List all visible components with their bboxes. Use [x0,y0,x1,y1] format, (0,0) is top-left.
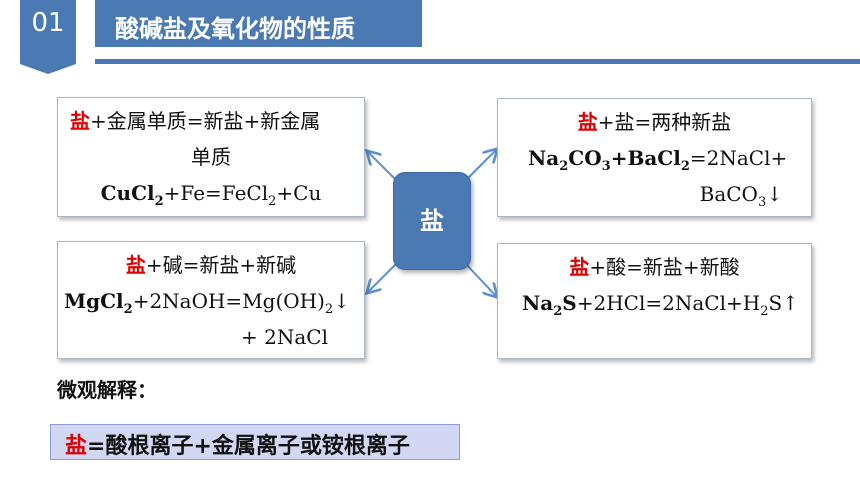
rule-text-cont: 单质 [191,145,231,169]
equation: CuCl2+Fe=FeCl2+Cu [100,181,322,209]
arrow-to-bottom-left [368,261,399,292]
equation: MgCl2+2NaOH=Mg(OH)2↓ [64,289,350,317]
arrow-to-top-left [368,152,399,183]
arrow-to-top-right [463,150,496,183]
section-number-badge [20,0,76,64]
badge-tip [20,64,76,74]
page-title: 酸碱盐及氧化物的性质 [115,15,355,43]
title-bar: 酸碱盐及氧化物的性质 [95,0,422,47]
rule-text: +盐=两种新盐 [597,110,732,134]
arrow-to-bottom-right [463,261,496,296]
rule-key: 盐 [569,255,590,279]
center-node-salt: 盐 [393,172,471,270]
section-number: 01 [31,8,65,38]
summary-text: =酸根离子+金属离子或铵根离子 [87,434,410,459]
salt-salt-box: 盐+盐=两种新盐 Na2CO3+BaCl2=2NaCl+ BaCO3↓ [497,98,812,217]
rule-text: +酸=新盐+新酸 [589,255,740,279]
equation: Na2S+2HCl=2NaCl+H2S↑ [522,291,799,319]
center-node-label: 盐 [420,207,444,235]
equation-cont: BaCO3↓ [699,182,783,210]
micro-explanation-label: 微观解释： [57,378,157,402]
rule-key: 盐 [70,109,90,133]
rule-key: 盐 [125,253,146,277]
title-underline [95,59,860,64]
rule-text: +碱=新盐+新碱 [145,253,297,277]
rule-text: +金属单质=新盐+新金属 [90,109,321,133]
salt-acid-box: 盐+酸=新盐+新酸 Na2S+2HCl=2NaCl+H2S↑ [497,243,812,359]
salt-base-box: 盐+碱=新盐+新碱 MgCl2+2NaOH=Mg(OH)2↓ + 2NaCl [57,241,365,359]
equation: Na2CO3+BaCl2=2NaCl+ [528,146,788,174]
micro-summary-box: 盐=酸根离子+金属离子或铵根离子 [50,424,460,460]
summary-key: 盐 [65,434,88,459]
salt-metal-box: 盐+金属单质=新盐+新金属 单质 CuCl2+Fe=FeCl2+Cu [57,97,365,217]
equation-cont: + 2NaCl [241,325,328,349]
rule-key: 盐 [577,110,598,134]
